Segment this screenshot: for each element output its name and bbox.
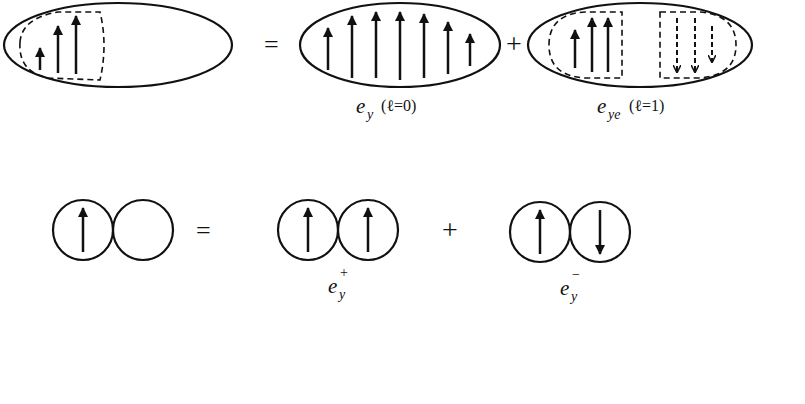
circle-outline xyxy=(113,200,173,260)
ellipse-outline xyxy=(4,3,232,87)
quantum-number: (ℓ=0) xyxy=(381,98,416,114)
dashed-region xyxy=(20,12,104,80)
circle-outline xyxy=(510,202,570,262)
dashed-arrows xyxy=(677,18,712,72)
symbol: e xyxy=(356,96,365,117)
dashed-region xyxy=(549,12,622,78)
equals-sign: = xyxy=(196,218,211,244)
symbol: e xyxy=(328,276,337,297)
subscript: y xyxy=(571,290,577,304)
quantum-number: (ℓ=1) xyxy=(629,98,664,114)
subscript: ye xyxy=(608,108,620,122)
ellipse-outline xyxy=(528,3,752,87)
circle-outline xyxy=(53,200,113,260)
equals-sign: = xyxy=(264,32,279,58)
plus-sign: + xyxy=(442,216,458,244)
circle-outline xyxy=(570,202,630,262)
symbol: e xyxy=(560,278,569,299)
spin-arrows xyxy=(40,12,608,254)
subscript: y xyxy=(339,288,345,302)
superscript: − xyxy=(572,268,580,282)
dashed-region xyxy=(660,12,736,78)
symbol: e xyxy=(597,96,606,117)
circle-outline xyxy=(278,200,338,260)
circle-outline xyxy=(338,200,398,260)
subscript: y xyxy=(367,108,373,122)
plus-sign: + xyxy=(506,30,522,58)
superscript: + xyxy=(340,266,348,280)
ellipse-outline xyxy=(300,3,500,87)
